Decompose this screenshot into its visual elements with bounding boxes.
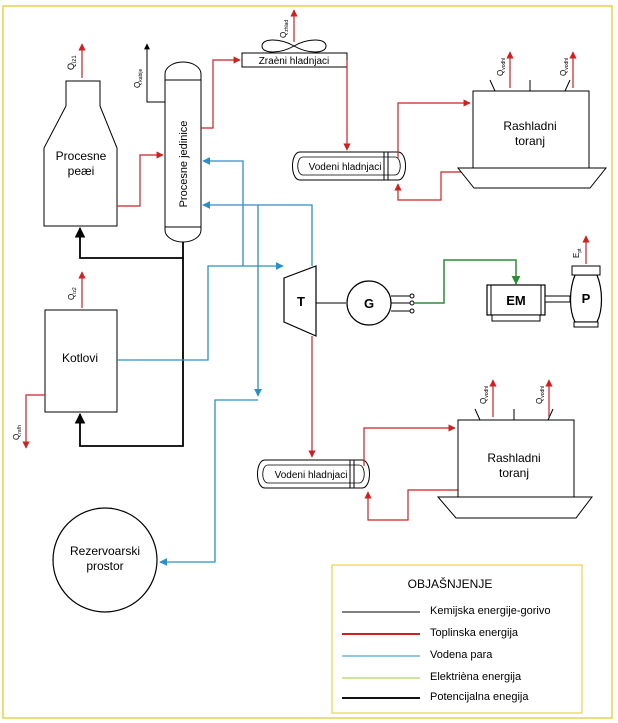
boilers-box — [44, 309, 118, 413]
q-boilers-top-label: Qiz2 — [67, 287, 78, 300]
legend-box — [331, 564, 583, 714]
cooling-tower-2-label-1: Rashladni — [487, 451, 540, 465]
tower-2-exhaust-left — [474, 408, 481, 421]
storage-label-1: Rezervoarski — [70, 544, 140, 558]
water-cooler-1-label: Vodeni hladnjaci — [309, 162, 382, 173]
cooling-tower-1-label-2: toranj — [515, 134, 545, 148]
process-furnace-label-1: Procesne — [56, 149, 107, 163]
motor-label: EM — [506, 293, 526, 308]
generator-to-motor-electric — [414, 259, 521, 304]
pump-label: P — [582, 291, 591, 306]
turbine-shape — [283, 265, 317, 337]
tower-1-to-water-cooler-1-heat — [394, 171, 475, 201]
column-to-boilers-fuel — [74, 258, 184, 447]
tower-2-exhaust-right — [547, 408, 554, 421]
gen-terminal-dot-2 — [409, 300, 415, 306]
water-cooler-2-label: Vodeni hladnjaci — [275, 470, 348, 481]
water-cooler-1 — [292, 151, 406, 181]
legend-label-steam: Vodena para — [430, 649, 493, 661]
column-to-air-cooler-heat — [201, 56, 241, 129]
motor-pump-coupling — [544, 295, 571, 303]
process-furnace-shape — [43, 80, 118, 227]
cooling-tower-1-label-1: Rashladni — [503, 119, 556, 133]
pump-top-flange — [571, 265, 601, 276]
furnace-to-column-heat — [117, 151, 164, 207]
q-tower-1-b-label: Qvodhl — [559, 58, 570, 76]
water-cooler-2-to-tower-2-heat — [363, 424, 456, 466]
legend-label-potential: Potencijalna enegija — [430, 691, 529, 703]
gen-terminal-dot-1 — [409, 293, 415, 299]
legend-label-electric: Elektrièna energija — [430, 671, 522, 683]
q-boilers-side-label: Qrafh — [12, 425, 23, 440]
steam-to-column-lower — [202, 201, 313, 266]
pump-base — [573, 321, 599, 328]
air-cooler-fan-icon — [261, 39, 327, 53]
gen-terminal-dot-3 — [409, 308, 415, 314]
q-furnace-label: Qiz1 — [66, 55, 78, 70]
legend-label-heat: Toplinska energija — [430, 627, 519, 639]
air-cooler-label: Zraèni hladnjaci — [259, 56, 330, 67]
cooling-tower-1-basin — [456, 167, 608, 189]
motor-base — [491, 314, 541, 322]
storage-label-2: prostor — [86, 559, 123, 573]
boilers-steam-main — [117, 262, 284, 361]
process-furnace-label-2: peæi — [68, 164, 95, 178]
steam-to-storage — [159, 399, 258, 566]
generator-label: G — [364, 296, 374, 311]
q-tower-2-b-label: Qvodhl — [535, 386, 546, 404]
boilers-heat-out-side — [22, 394, 45, 449]
column-fuel-out-arrow — [144, 43, 165, 103]
legend-title: OBJAŠNJENJE — [408, 576, 493, 591]
q-tower-2-a-label: Qvodhl — [479, 386, 490, 404]
steam-to-column-upper — [202, 157, 244, 266]
q-process-units-label: Qkabije — [133, 68, 144, 88]
boilers-label: Kotlovi — [62, 351, 98, 365]
q-air-cooler-label: Qzhlad — [279, 20, 290, 38]
outer-frame — [2, 5, 613, 719]
water-cooler-1-to-tower-1-heat — [397, 99, 471, 158]
tower-2-to-water-cooler-2-heat — [364, 489, 458, 521]
storage-tank-circle — [52, 507, 158, 613]
tower-1-exhaust-left — [489, 79, 496, 92]
legend-label-fuel: Kemijska energije-gorivo — [430, 605, 550, 617]
water-cooler-2 — [257, 459, 370, 489]
cooling-tower-1-box — [472, 90, 590, 170]
turbine-label: T — [297, 294, 305, 309]
e-pump-label: Ept — [572, 248, 583, 258]
q-tower-1-a-label: Qvodhl — [496, 58, 507, 76]
cooling-tower-2-label-2: toranj — [499, 466, 529, 480]
tower-1-exhaust-right — [564, 79, 571, 92]
cooling-tower-2-basin — [436, 496, 594, 519]
process-units-label: Procesne jedinice — [178, 121, 190, 208]
column-to-furnace-fuel — [74, 226, 184, 259]
